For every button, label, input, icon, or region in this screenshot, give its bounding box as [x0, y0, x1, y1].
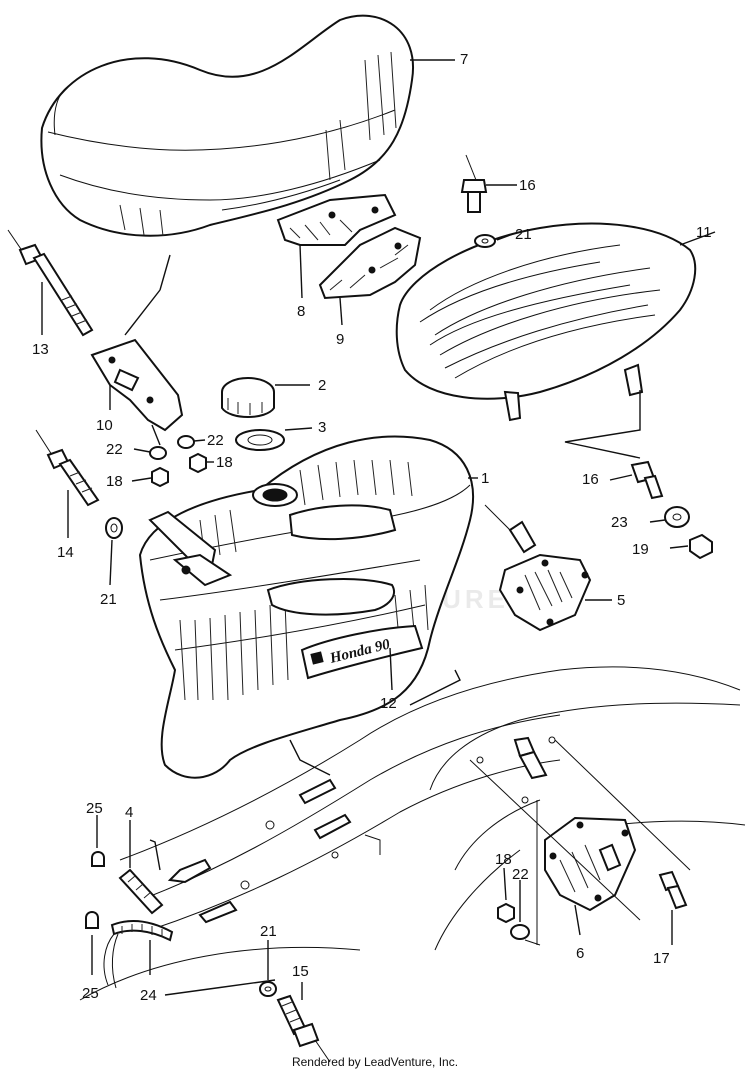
bracket-part-6 [544, 816, 637, 912]
rubber-tube-part-4 [118, 868, 164, 915]
callout-22-lower: 22 [512, 866, 529, 883]
callout-25-top: 25 [86, 800, 103, 817]
stud-component [513, 736, 548, 780]
emblem-part-12: Honda 90 [300, 624, 424, 680]
bolt-part-16-top [460, 154, 488, 213]
callout-18-lower: 18 [495, 851, 512, 868]
callout-13: 13 [32, 341, 49, 358]
callout-labels: 7 16 21 11 13 8 9 2 10 3 22 22 18 18 1 1… [32, 51, 712, 1004]
washer-part-23 [664, 506, 690, 528]
render-credit: Rendered by LeadVenture, Inc. [291, 1055, 459, 1069]
callout-21-left: 21 [100, 591, 117, 608]
long-bolt-part-13 [7, 229, 94, 337]
callout-22-left: 22 [106, 441, 123, 458]
washer-part-22-left [149, 446, 167, 460]
washer-part-22-lower [510, 924, 530, 940]
callout-3: 3 [318, 419, 326, 436]
washer-part-22-right [177, 435, 195, 449]
callout-4: 4 [125, 804, 133, 821]
callout-10: 10 [96, 417, 113, 434]
callout-18-left: 18 [106, 473, 123, 490]
washer-part-21-left [105, 517, 123, 539]
callout-21-bottom: 21 [260, 923, 277, 940]
mounting-plate-part-5 [484, 504, 592, 632]
callout-17: 17 [653, 950, 670, 967]
callout-16-top: 16 [519, 177, 536, 194]
callout-5: 5 [617, 592, 625, 609]
filler-cap-part-2 [221, 377, 275, 418]
callout-19: 19 [632, 541, 649, 558]
nut-part-19 [689, 533, 713, 560]
callout-8: 8 [297, 303, 305, 320]
callout-6: 6 [576, 945, 584, 962]
seat-part-7 [40, 14, 415, 237]
bolt-part-16-lower [630, 460, 664, 500]
callout-18-right: 18 [216, 454, 233, 471]
callout-12: 12 [380, 695, 397, 712]
clip-part-25-bottom [85, 911, 99, 929]
callout-22-right: 22 [207, 432, 224, 449]
washer-part-21-bottom [259, 981, 277, 997]
callout-23: 23 [611, 514, 628, 531]
callout-21-top: 21 [515, 226, 532, 243]
washer-part-21-top [474, 234, 496, 248]
nut-part-18-left [151, 466, 169, 488]
callout-7: 7 [460, 51, 468, 68]
callout-25-bottom: 25 [82, 985, 99, 1002]
callout-14: 14 [57, 544, 74, 561]
nut-part-18-lower [497, 902, 515, 924]
callout-2: 2 [318, 377, 326, 394]
callout-11: 11 [696, 224, 712, 241]
callout-9: 9 [336, 331, 344, 348]
seat-bracket-part-8 [276, 193, 397, 246]
callout-24: 24 [140, 987, 157, 1004]
frame-section [79, 666, 746, 1001]
seat-mount-bracket-part-10 [90, 338, 184, 432]
seat-bracket-part-9 [318, 226, 422, 300]
rear-carrier-part-11 [395, 222, 697, 422]
hose-part-24 [103, 920, 174, 989]
bolt-part-15 [276, 994, 331, 1063]
bolt-part-14 [35, 429, 100, 507]
nut-part-18-right [189, 452, 207, 474]
fuel-tank-part-1 [138, 435, 475, 779]
gasket-part-3 [235, 429, 285, 451]
callout-15: 15 [292, 963, 309, 980]
bolt-part-17 [658, 870, 688, 910]
clip-part-25-top [91, 851, 105, 867]
callout-1: 1 [481, 470, 489, 487]
callout-16-lower: 16 [582, 471, 599, 488]
